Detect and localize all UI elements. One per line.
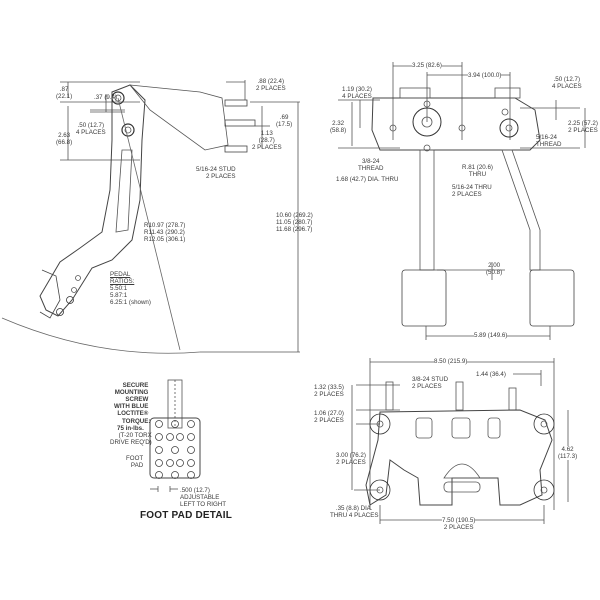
dim-label-225: 2.25 (57.2) 2 PLACES [568,120,598,134]
dim-label-50-front: .50 (12.7) 4 PLACES [552,76,582,90]
foot-pad-label: FOOT PAD [126,455,144,469]
right-pedal-arm [501,149,541,271]
front-view-drawing [338,62,586,340]
right-foot-pad [529,269,575,327]
dia-thru-label: 1.68 (42.7) DIA. THRU [336,176,399,183]
dim-label-87: .87 (22.1) [56,86,73,100]
adjust-note: .500 (12.7) ADJUSTABLE LEFT TO RIGHT [180,487,227,508]
dim-label-462: 4.62 (117.3) [558,446,578,460]
pedal-ratios-title: PEDAL RATIOS: [110,271,135,285]
dim-label-263: 2.63 (66.8) [56,132,73,146]
dim-label-850: 8.50 (215.9) [434,358,468,365]
dim-label-88: .88 (22.4) 2 PLACES [256,78,286,92]
dim-label-200: 2.00 (50.8) [486,262,503,276]
height-label: 10.60 (269.2) 11.05 (280.7) 11.68 (296.7… [276,212,313,233]
pedal-arm [39,84,146,317]
dim-label-69: .69 (17.5) [276,114,293,128]
r81-label: R.81 (20.6) THRU [462,164,493,178]
dim-label-300: 3.00 (76.2) 2 PLACES [336,452,366,466]
dim-label-106: 1.06 (27.0) 2 PLACES [314,410,344,424]
master-cylinder-housing [371,97,541,151]
dia-35-label: .35 (8.8) DIA. THRU 4 PLACES [330,505,379,519]
thread-516-label: 5/16-24 THREAD [536,134,562,148]
dim-label-750: 7.50 (190.5) 2 PLACES [442,517,476,531]
pedal-ratio-1: 5.50:1 [110,285,128,292]
foot-pad-detail-drawing [149,379,201,492]
dim-label-325: 3.25 (82.6) [412,62,442,69]
dim-label-589: 5.89 (149.6) [474,332,508,339]
pedal-ratio-2: 5.87:1 [110,292,128,299]
torque-value: 75 in-lbs. [117,425,144,432]
left-pedal-arm [419,149,435,271]
foot-pad-plate [149,417,201,479]
mounting-plate [365,409,553,506]
dim-label-144: 1.44 (36.4) [476,371,506,378]
dim-label-37: .37 (9.4) [94,94,118,101]
left-foot-pad [401,269,447,327]
pedal-ratio-3: 6.25:1 (shown) [110,299,151,306]
dim-label-132: 1.32 (33.5) 2 PLACES [314,384,344,398]
dim-label-394: 3.94 (100.0) [468,72,502,79]
thru-516-label: 5/16-24 THRU 2 PLACES [452,184,492,198]
thread-38-label: 3/8-24 THREAD [358,158,384,172]
torque-note: (T-20 TORX DRIVE REQ'D) [110,432,152,446]
dim-label-119: 1.19 (30.2) 4 PLACES [342,86,372,100]
stud-label-side: 5/16-24 STUD 2 PLACES [196,166,236,180]
mount-bracket [129,84,229,151]
dim-label-50-side: .50 (12.7) 4 PLACES [76,122,106,136]
secure-screw-note: SECURE MOUNTING SCREW WITH BLUE LOCTITE® [114,382,149,417]
foot-pad-detail-title: FOOT PAD DETAIL [140,510,233,521]
radius-label: R10.97 (278.7) R11.43 (290.2) R12.05 (30… [144,222,186,243]
radius-line [117,97,181,351]
torque-label: TORQUE: [122,418,151,425]
stud-label-top: 3/8-24 STUD 2 PLACES [412,376,449,390]
top-view-drawing [351,358,569,524]
side-view-drawing [1,80,300,354]
dim-label-113: 1.13 (28.7) 2 PLACES [252,130,282,151]
pedal-travel-arc [1,317,201,354]
dim-label-232: 2.32 (58.8) [330,120,347,134]
